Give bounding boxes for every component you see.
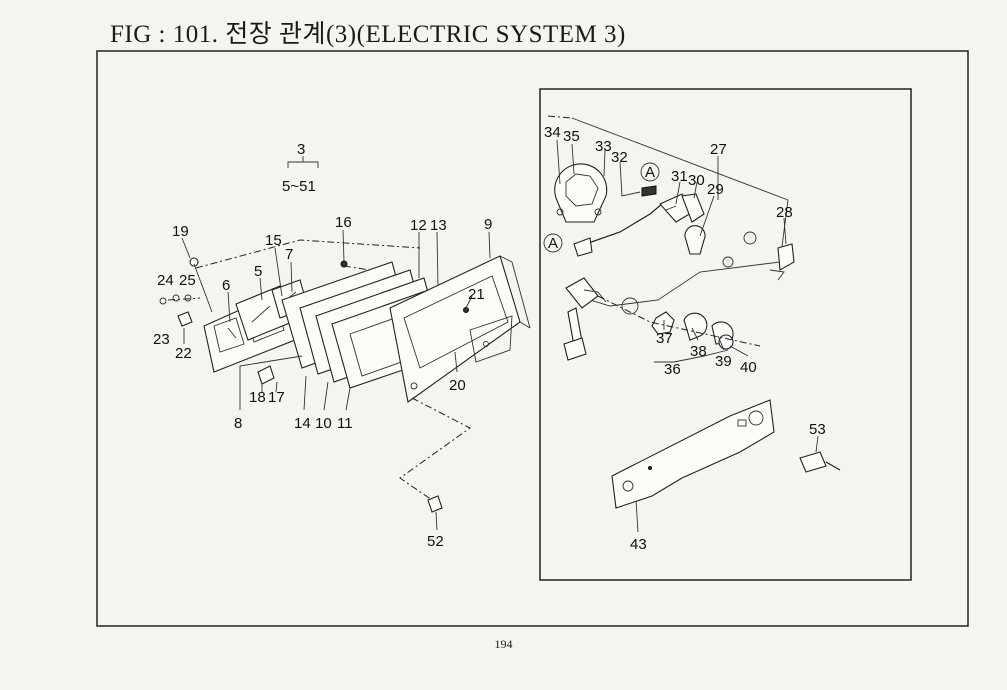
callout-6: 6: [222, 277, 230, 294]
callout-19: 19: [172, 223, 189, 240]
callout-10: 10: [315, 415, 332, 432]
part-washer-24: [172, 294, 180, 302]
leader-lines-right: [556, 139, 819, 533]
part-clip-28: [777, 243, 795, 271]
part-upper-plate: [571, 117, 789, 307]
callout-22: 22: [175, 345, 192, 362]
part-connector-53: [799, 451, 827, 473]
callout-29: 29: [707, 181, 724, 198]
part-clip-22: [177, 311, 193, 327]
detail-group: [543, 115, 841, 533]
part-bulb-socket: [189, 257, 199, 267]
callout-25: 25: [179, 272, 196, 289]
callout-39: 39: [715, 353, 732, 370]
callout-7: 7: [285, 246, 293, 263]
callout-37: 37: [656, 330, 673, 347]
callout-28: 28: [776, 204, 793, 221]
page-number: 194: [494, 637, 513, 651]
callout-53: 53: [809, 421, 826, 438]
callout-8: 8: [234, 415, 242, 432]
callout-30: 30: [688, 172, 705, 189]
assembly-line-bezel-screw: [399, 397, 471, 501]
part-lower-bracket: [611, 399, 775, 509]
ref-a-circle-upper: [640, 162, 660, 182]
callout-40: 40: [740, 359, 757, 376]
callout-20: 20: [449, 377, 466, 394]
callout-36: 36: [664, 361, 681, 378]
callout-group-top: 3: [297, 141, 305, 158]
callout-31: 31: [671, 168, 688, 185]
callout-43: 43: [630, 536, 647, 553]
callout-12: 12: [410, 217, 427, 234]
callout-18: 18: [249, 389, 266, 406]
part-screw-21: [463, 307, 469, 313]
part-lamp-cover: [554, 163, 608, 223]
callout-11: 11: [337, 415, 353, 432]
callout-27: 27: [710, 141, 727, 158]
callout-labels: 3 5~51 34 35 33 32 27 31 30 29 28 A A 16…: [153, 124, 826, 553]
part-harness-a: [579, 203, 663, 247]
callout-13: 13: [430, 217, 447, 234]
part-washer-23: [159, 297, 167, 305]
group-bracket: [287, 156, 319, 168]
callout-23: 23: [153, 331, 170, 348]
callout-17: 17: [268, 389, 285, 406]
callout-ref-a-lower: A: [548, 235, 558, 252]
part-clip-18: [257, 365, 275, 385]
part-nut-37: [651, 311, 675, 335]
outer-frame: [96, 50, 969, 627]
callout-34: 34: [544, 124, 561, 141]
part-switch-body: [565, 277, 599, 309]
callout-16: 16: [335, 214, 352, 231]
cluster-group: [159, 156, 531, 531]
callout-5: 5: [254, 263, 262, 280]
callout-group-range: 5~51: [282, 178, 316, 195]
callout-15: 15: [265, 232, 282, 249]
callout-14: 14: [294, 415, 311, 432]
callout-9: 9: [484, 216, 492, 233]
part-screw-52: [427, 495, 443, 513]
callout-24: 24: [157, 272, 174, 289]
callout-52: 52: [427, 533, 444, 550]
callout-33: 33: [595, 138, 612, 155]
part-washer-25: [184, 294, 192, 302]
callout-ref-a-upper: A: [645, 164, 655, 181]
ref-a-circle-lower: [543, 233, 563, 253]
detail-frame: [539, 88, 912, 581]
callout-35: 35: [563, 128, 580, 145]
callout-32: 32: [611, 149, 628, 166]
part-knob-38: [683, 312, 708, 341]
callout-38: 38: [690, 343, 707, 360]
leader-lines-left: [181, 229, 491, 531]
callout-21: 21: [468, 286, 485, 303]
page-title: FIG : 101. 전장 관계(3)(ELECTRIC SYSTEM 3): [110, 21, 626, 48]
